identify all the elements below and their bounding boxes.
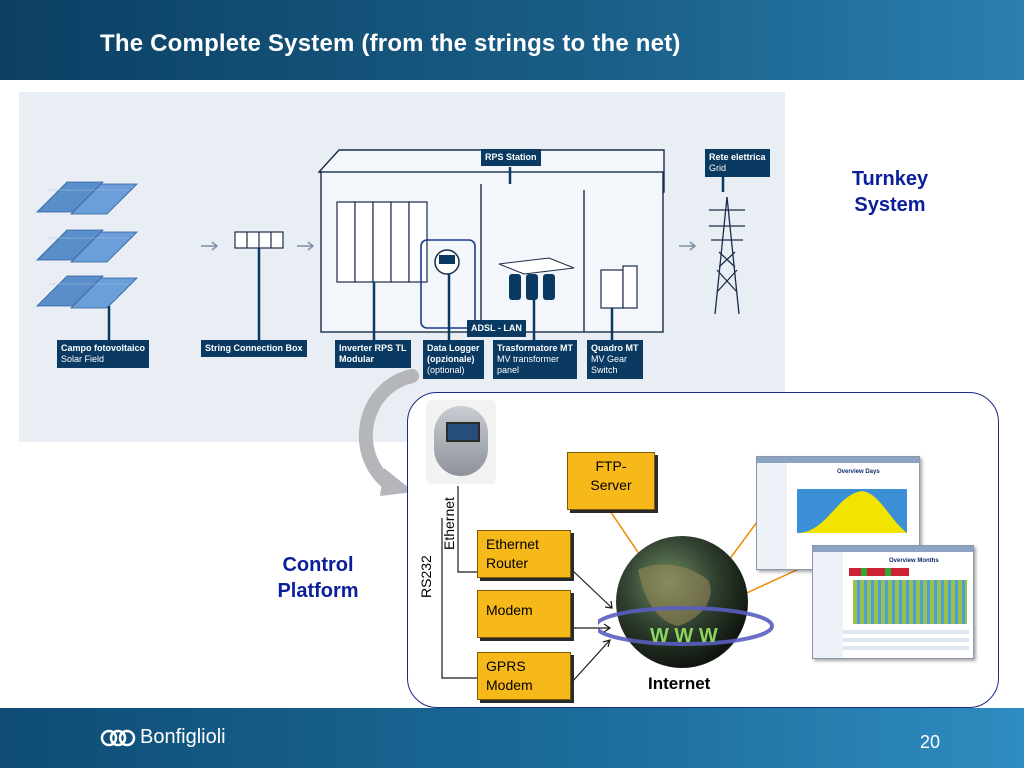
- months-sidebar: [813, 552, 843, 658]
- solar-field-title: Campo fotovoltaico: [61, 343, 146, 353]
- logger-screen: [446, 422, 480, 442]
- adsl-label: ADSL - LAN: [467, 320, 526, 337]
- ftp-line1: FTP-: [595, 458, 627, 474]
- rps-station-label: RPS Station: [481, 149, 541, 166]
- switchgear-label: Quadro MT MV Gear Switch: [587, 340, 643, 379]
- plant-drawing: [36, 149, 745, 342]
- rps-station-text: RPS Station: [485, 152, 537, 162]
- months-window-bar: [813, 546, 973, 552]
- transformer-label: Trasformatore MT MV transformer panel: [493, 340, 578, 379]
- transformer: [498, 257, 575, 300]
- solar-panel-group-1: [36, 181, 138, 215]
- control-line1: Control: [282, 554, 354, 576]
- transformer-line2: MV transformer: [497, 354, 560, 364]
- logger-label: Data Logger (opzionale) (optional): [423, 340, 484, 379]
- overview-months-screenshot: Overview Months: [812, 545, 974, 659]
- logger-line2: (opzionale): [427, 354, 475, 364]
- turnkey-system-label: Turnkey System: [830, 166, 950, 218]
- months-title: Overview Months: [889, 558, 939, 564]
- adsl-text: ADSL - LAN: [471, 323, 522, 333]
- transformer-line1: Trasformatore MT: [497, 343, 574, 353]
- switchgear-line3: Switch: [591, 365, 618, 375]
- mv-switchgear: [600, 265, 638, 309]
- ethernet-router-box: Ethernet Router: [477, 530, 571, 578]
- turnkey-line1: Turnkey: [851, 168, 929, 190]
- zoom-arrow: [358, 369, 419, 496]
- months-table: [843, 630, 969, 654]
- inverter-line1: Inverter RPS TL: [339, 343, 407, 353]
- pylon: [709, 196, 745, 315]
- logger-device: [434, 249, 460, 275]
- bonfiglioli-logo-icon: [100, 729, 136, 747]
- modem-box: Modem: [477, 590, 571, 638]
- days-sidebar: [757, 463, 787, 569]
- gprs-line1: GPRS: [486, 658, 526, 674]
- string-box-label: String Connection Box: [201, 340, 307, 357]
- router-line1: Ethernet: [486, 536, 539, 552]
- www-text: W W W: [650, 625, 718, 647]
- modem-label: Modem: [486, 602, 533, 618]
- logger-photo: [426, 400, 496, 484]
- grid-sub: Grid: [709, 163, 727, 173]
- logger-line3: (optional): [427, 365, 465, 375]
- inverter-label: Inverter RPS TL Modular: [335, 340, 411, 368]
- solar-field-sub: Solar Field: [61, 354, 105, 364]
- gprs-modem-box: GPRS Modem: [477, 652, 571, 700]
- grid-title: Rete elettrica: [709, 152, 766, 162]
- switchgear-line1: Quadro MT: [591, 343, 639, 353]
- internet-label: Internet: [648, 674, 711, 693]
- days-chart-area: [797, 489, 907, 533]
- inverter-line2: Modular: [339, 354, 374, 364]
- logger-line1: Data Logger: [427, 343, 480, 353]
- gprs-line2: Modem: [486, 677, 533, 693]
- switchgear-line2: MV Gear: [591, 354, 628, 364]
- ethernet-vertical-label: Ethernet: [441, 497, 457, 550]
- footer-bar: Bonfiglioli 20: [0, 708, 1024, 768]
- globe: W W W: [598, 536, 774, 668]
- control-platform-label: Control Platform: [258, 552, 378, 604]
- string-box: [234, 231, 284, 249]
- solar-panel-group-3: [36, 275, 138, 309]
- ftp-server-box: FTP- Server: [567, 452, 655, 510]
- slide-title: The Complete System (from the strings to…: [100, 30, 681, 57]
- grid-label: Rete elettrica Grid: [705, 149, 770, 177]
- months-header-cells: [849, 568, 909, 576]
- days-curve: [797, 491, 907, 533]
- months-chart-area: [853, 580, 967, 624]
- string-box-text: String Connection Box: [205, 343, 303, 353]
- brand-name: Bonfiglioli: [140, 726, 226, 748]
- solar-field-label: Campo fotovoltaico Solar Field: [57, 340, 150, 368]
- inverter-cabinets: [336, 201, 428, 283]
- ftp-line2: Server: [590, 477, 632, 493]
- rs232-vertical-label: RS232: [418, 555, 434, 598]
- header-bar: The Complete System (from the strings to…: [0, 0, 1024, 80]
- days-window-bar: [757, 457, 919, 463]
- days-title: Overview Days: [837, 469, 880, 475]
- solar-panel-group-2: [36, 229, 138, 263]
- page-number: 20: [920, 732, 941, 752]
- turnkey-line2: System: [854, 194, 926, 216]
- router-line2: Router: [486, 555, 529, 571]
- control-line2: Platform: [277, 580, 359, 602]
- transformer-line3: panel: [497, 365, 520, 375]
